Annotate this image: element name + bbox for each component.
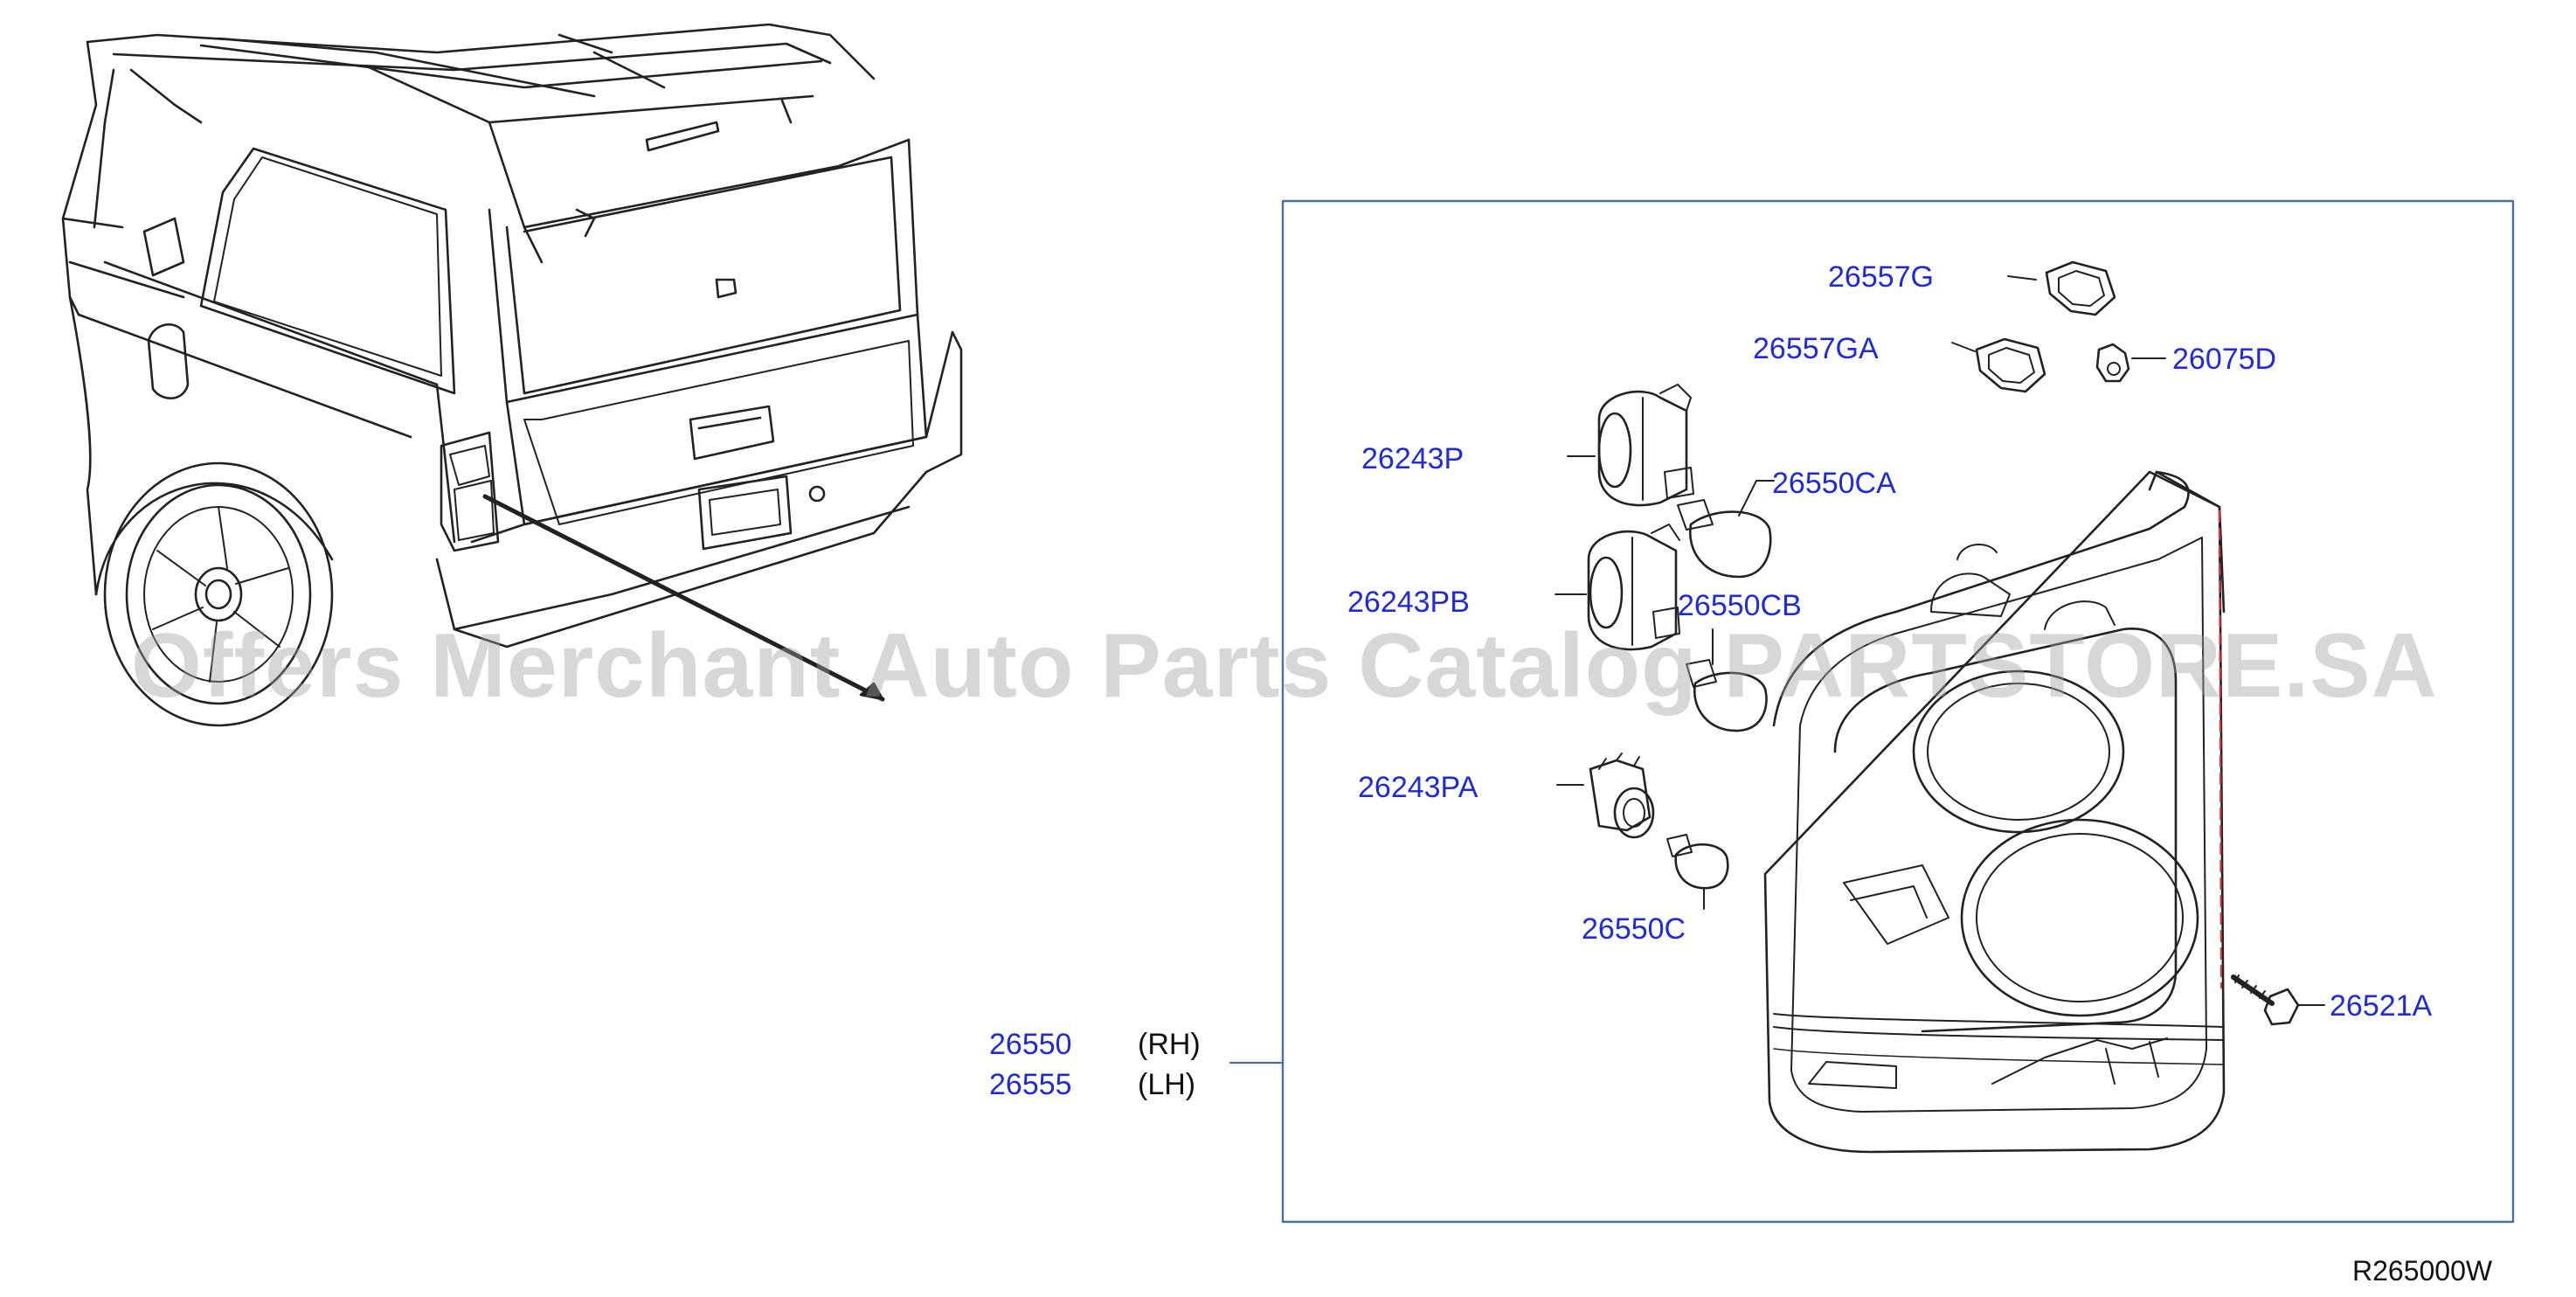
part-26557ga-packing: [1951, 337, 2046, 393]
part-26243pa-socket: [1556, 753, 1655, 839]
assembly-side-lh: (LH): [1138, 1068, 1196, 1101]
callout-26243pa: 26243PA: [1358, 771, 1478, 804]
callout-26243p: 26243P: [1361, 442, 1465, 475]
exploded-view-frame: [1281, 199, 2515, 1224]
rear-combination-lamp: [1763, 470, 2226, 1154]
dashed-guide-line: [2218, 510, 2223, 989]
part-26075d-clip: [2095, 343, 2166, 383]
callout-26550cb: 26550CB: [1678, 589, 1802, 622]
part-26557g-packing: [2007, 260, 2116, 316]
part-26243pb-socket: [1555, 524, 1680, 651]
part-26550c-bulb: [1666, 834, 1729, 910]
vehicle-rear-illustration: [61, 23, 963, 727]
callout-26550ca: 26550CA: [1772, 467, 1896, 500]
assembly-part-lh: 26555: [989, 1068, 1072, 1101]
part-26243p-socket: [1567, 384, 1694, 507]
assembly-side-rh: (RH): [1138, 1028, 1201, 1061]
part-26521a-screw: [2231, 974, 2325, 1026]
callout-26557ga: 26557GA: [1753, 332, 1879, 365]
assembly-part-rh: 26550: [989, 1028, 1072, 1061]
callout-26075d: 26075D: [2172, 343, 2277, 376]
drawing-code: R265000W: [2352, 1255, 2493, 1287]
callout-26550c: 26550C: [1582, 912, 1686, 946]
part-26550cb-bulb: [1686, 628, 1768, 732]
callout-26557g: 26557G: [1828, 260, 1934, 294]
callout-26243pb: 26243PB: [1347, 586, 1470, 619]
watermark-text: Offers Merchant Auto Parts Catalog PARTS…: [131, 615, 2438, 717]
callout-26521a: 26521A: [2330, 989, 2433, 1023]
part-26550ca-bulb: [1677, 480, 1775, 579]
